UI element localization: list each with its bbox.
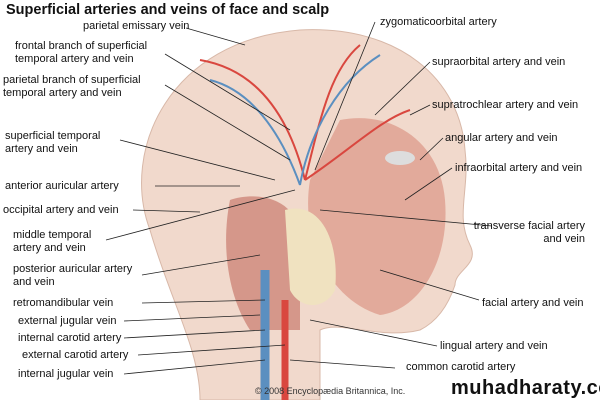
label-supratrochlear: supratrochlear artery and vein [432,99,579,111]
label-occipital: occipital artery and vein [3,204,119,216]
label-transverse-facial: transverse facial artery and vein [473,220,585,245]
label-infraorbital: infraorbital artery and vein [455,162,583,174]
label-frontal-branch: frontal branch of superficial temporal a… [15,40,148,65]
label-superficial-temporal: superficial temporal artery and vein [5,130,101,155]
watermark: muhadharaty.com [451,377,600,399]
label-parietal-branch: parietal branch of superficial temporal … [3,74,141,99]
label-common-carotid: common carotid artery [406,361,516,373]
copyright: © 2008 Encyclopædia Britannica, Inc. [255,386,406,396]
label-posterior-auricular: posterior auricular artery and vein [13,263,133,288]
label-retromandibular-vein: retromandibular vein [13,297,114,309]
label-internal-jugular: internal jugular vein [18,368,114,380]
label-anterior-auricular: anterior auricular artery [5,180,119,192]
label-external-carotid: external carotid artery [22,349,129,361]
label-middle-temporal: middle temporal artery and vein [13,229,92,254]
label-internal-carotid: internal carotid artery [18,332,122,344]
label-external-jugular: external jugular vein [18,315,117,327]
label-angular: angular artery and vein [445,132,558,144]
label-parietal-emissary-vein: parietal emissary vein [83,20,190,32]
label-zygomaticoorbital: zygomaticoorbital artery [380,16,497,28]
label-supraorbital: supraorbital artery and vein [432,56,566,68]
label-facial: facial artery and vein [482,297,584,309]
diagram-title: Superficial arteries and veins of face a… [6,2,330,18]
label-lingual: lingual artery and vein [440,340,548,352]
